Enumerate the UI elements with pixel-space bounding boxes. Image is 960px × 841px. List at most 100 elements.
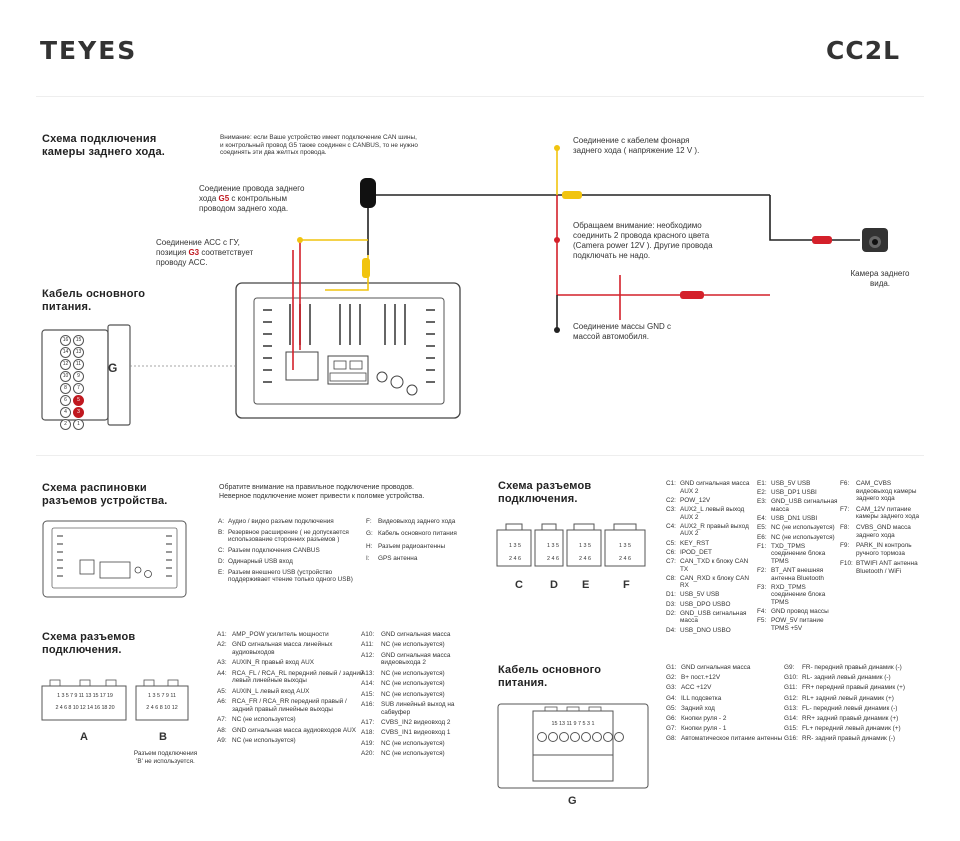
- head-unit-port-g: [285, 351, 319, 381]
- sec2-note: Обратите внимание на правильное подключе…: [219, 483, 489, 501]
- list-item: C5: KEY_RST: [666, 540, 758, 548]
- head-unit-gps-port: [406, 384, 418, 396]
- list-item-value: Разъем радиоантенны: [378, 542, 446, 550]
- list-item: A8:GND сигнальная масса аудиовходов AUX: [217, 727, 367, 735]
- list-item: C3:AUX2_L левый выход AUX 2: [666, 506, 758, 521]
- list-item-value: USB_5V USB: [680, 591, 720, 599]
- red-wire-plug: [680, 291, 704, 299]
- sec5-title-line: Кабель основного: [498, 664, 602, 676]
- g5-note-line: проводом заднего хода.: [199, 204, 289, 213]
- yellow-dot: [554, 145, 560, 151]
- list-item: F7:CAM_12V питание камеры заднего хода: [840, 506, 924, 521]
- list-item-key: E3:: [757, 498, 767, 506]
- list-item-value: CAN_TXD к блоку CAN TX: [680, 557, 749, 573]
- list-item: G16:RR- задний правый динамик (-): [784, 735, 916, 743]
- list-item: A1:AMP_POW усилитель мощности: [217, 631, 367, 639]
- section-divider: [36, 455, 924, 456]
- list-item-key: A10:: [361, 631, 375, 638]
- lamp-note-line: Соединение с кабелем фонаря: [573, 136, 690, 145]
- list-item-key: F1:: [757, 542, 767, 550]
- list-item: D2:GND_USB сигнальная масса: [666, 610, 758, 625]
- list-item-value: NC (не используется): [232, 736, 296, 744]
- list-item-value: RL+ задний левый динамик (+): [802, 694, 894, 702]
- sec2-title-line: разъемов устройства.: [42, 495, 168, 507]
- power-cable-title: Кабель основного питания.: [42, 288, 145, 314]
- pin-row-top: 1 3 5: [547, 543, 559, 549]
- list-item-key: A3:: [217, 659, 227, 667]
- list-item-value: CAM_CVBS видеовыход камеры заднего хода: [856, 480, 917, 503]
- g-pin: 9: [73, 371, 84, 382]
- conn-c-label: C: [515, 579, 523, 591]
- list-item-key: C5:: [666, 539, 676, 547]
- list-item: A18:CVBS_IN1 видеовход 1: [361, 729, 473, 737]
- gnd-note-line: Соединение массы GND с: [573, 322, 671, 331]
- wiring-diagram: [41, 145, 888, 426]
- sec2-note-line: Неверное подключение может привести к по…: [219, 493, 425, 500]
- list-item: F10:BTWIFI ANT антенна Bluetooth / WiFi: [840, 560, 924, 575]
- list-item: G8:Автоматическое питание антенны: [666, 735, 784, 743]
- list-item-key: G6:: [666, 714, 677, 722]
- list-item-key: A18:: [361, 729, 375, 737]
- list-item-value: Одинарный USB вход: [228, 557, 293, 565]
- conn-a-pins-top: 1 3 5 7 9 11 13 15 17 19: [57, 693, 113, 699]
- g5-note: Соедиение провода заднего хода G5 с конт…: [199, 184, 349, 214]
- list-item-key: A12:: [361, 651, 375, 659]
- list-item: G11:FR+ передний правый динамик (+): [784, 684, 916, 692]
- list-item: C1:GND сигнальная масса AUX 2: [666, 480, 758, 495]
- list-item-key: E6:: [757, 533, 767, 541]
- list-item: A2:GND сигнальная масса линейных аудиовы…: [217, 641, 367, 656]
- list-item-key: A9:: [217, 736, 227, 744]
- list-item-key: E2:: [757, 489, 767, 497]
- list-item-key: F2:: [757, 567, 767, 575]
- power-connector-g-diagram: [497, 703, 649, 789]
- list-item-value: AMP_POW усилитель мощности: [232, 631, 329, 638]
- list-item-key: C7:: [666, 557, 676, 565]
- conn-g-list-2: G9:FR- передний правый динамик (-)G10:RL…: [784, 664, 916, 746]
- g-pin: 15: [73, 335, 84, 346]
- can-note-line: Внимание: если Ваше устройство имеет под…: [220, 134, 417, 141]
- list-item-key: F9:: [840, 542, 850, 550]
- list-item: A:Аудио / видео разъем подключения: [218, 518, 358, 526]
- list-item: E:Разъем внешнего USB (устройство поддер…: [218, 569, 358, 584]
- header-divider: [36, 96, 924, 97]
- list-item-value: AUXIN_R правый вход AUX: [232, 659, 314, 667]
- list-item: E5:NC (не используется): [757, 524, 841, 532]
- conn-b-note: Разъем подключения 'B' не используется.: [128, 750, 203, 765]
- g5-note-text: хода: [199, 194, 219, 203]
- list-item-value: KEY_RST: [680, 539, 710, 547]
- camera-label-line: Камера заднего: [850, 269, 910, 278]
- list-item-key: A7:: [217, 716, 227, 724]
- head-unit-panel: [253, 297, 445, 405]
- g-pin-circles: [537, 732, 624, 742]
- list-item-value: NC (не используется): [381, 680, 445, 688]
- conn-b-label: B: [159, 731, 167, 743]
- list-item-value: CVBS_IN2 видеовход 2: [381, 718, 451, 726]
- pin-row-bottom: 2 4 6: [619, 556, 631, 562]
- list-item-key: G10:: [784, 674, 798, 682]
- list-item-value: Разъем внешнего USB (устройство поддержи…: [228, 568, 353, 584]
- list-item-key: G1:: [666, 664, 677, 671]
- list-item: G15:FL+ передний левый динамик (+): [784, 725, 916, 733]
- red-note-line: (Camera power 12V ). Другие провода: [573, 241, 713, 250]
- list-item-value: TXD_TPMS соединение блока TPMS: [771, 542, 826, 565]
- list-item: G4:ILL подсветка: [666, 695, 784, 703]
- pin-row-top: 1 3 5: [579, 543, 591, 549]
- list-item-key: F3:: [757, 583, 767, 591]
- list-item-value: POW_5V питание TPMS +5V: [771, 617, 824, 633]
- list-item: C6:IPOD_DET: [666, 549, 758, 557]
- list-item-value: Кнопки руля - 2: [681, 714, 727, 722]
- g-pin-circle: [603, 732, 613, 742]
- list-item: D:Одинарный USB вход: [218, 558, 358, 566]
- list-item: C8:CAN_RXD к блоку CAN RX: [666, 575, 758, 590]
- list-item-key: H:: [366, 542, 373, 550]
- list-item-value: RCA_FL / RCA_RL передний левый / задний …: [232, 669, 364, 685]
- list-item-value: USB_DNO USBO: [680, 626, 731, 634]
- list-item-value: NC (не используется): [381, 690, 445, 698]
- yellow-wire-plug: [562, 191, 582, 199]
- list-item-key: I:: [366, 555, 370, 563]
- can-note: Внимание: если Ваше устройство имеет под…: [220, 134, 480, 157]
- list-item-key: G5:: [666, 704, 677, 712]
- yellow-wire-plug: [362, 258, 370, 278]
- list-item-key: F5:: [757, 617, 767, 625]
- gnd-dot: [554, 327, 560, 333]
